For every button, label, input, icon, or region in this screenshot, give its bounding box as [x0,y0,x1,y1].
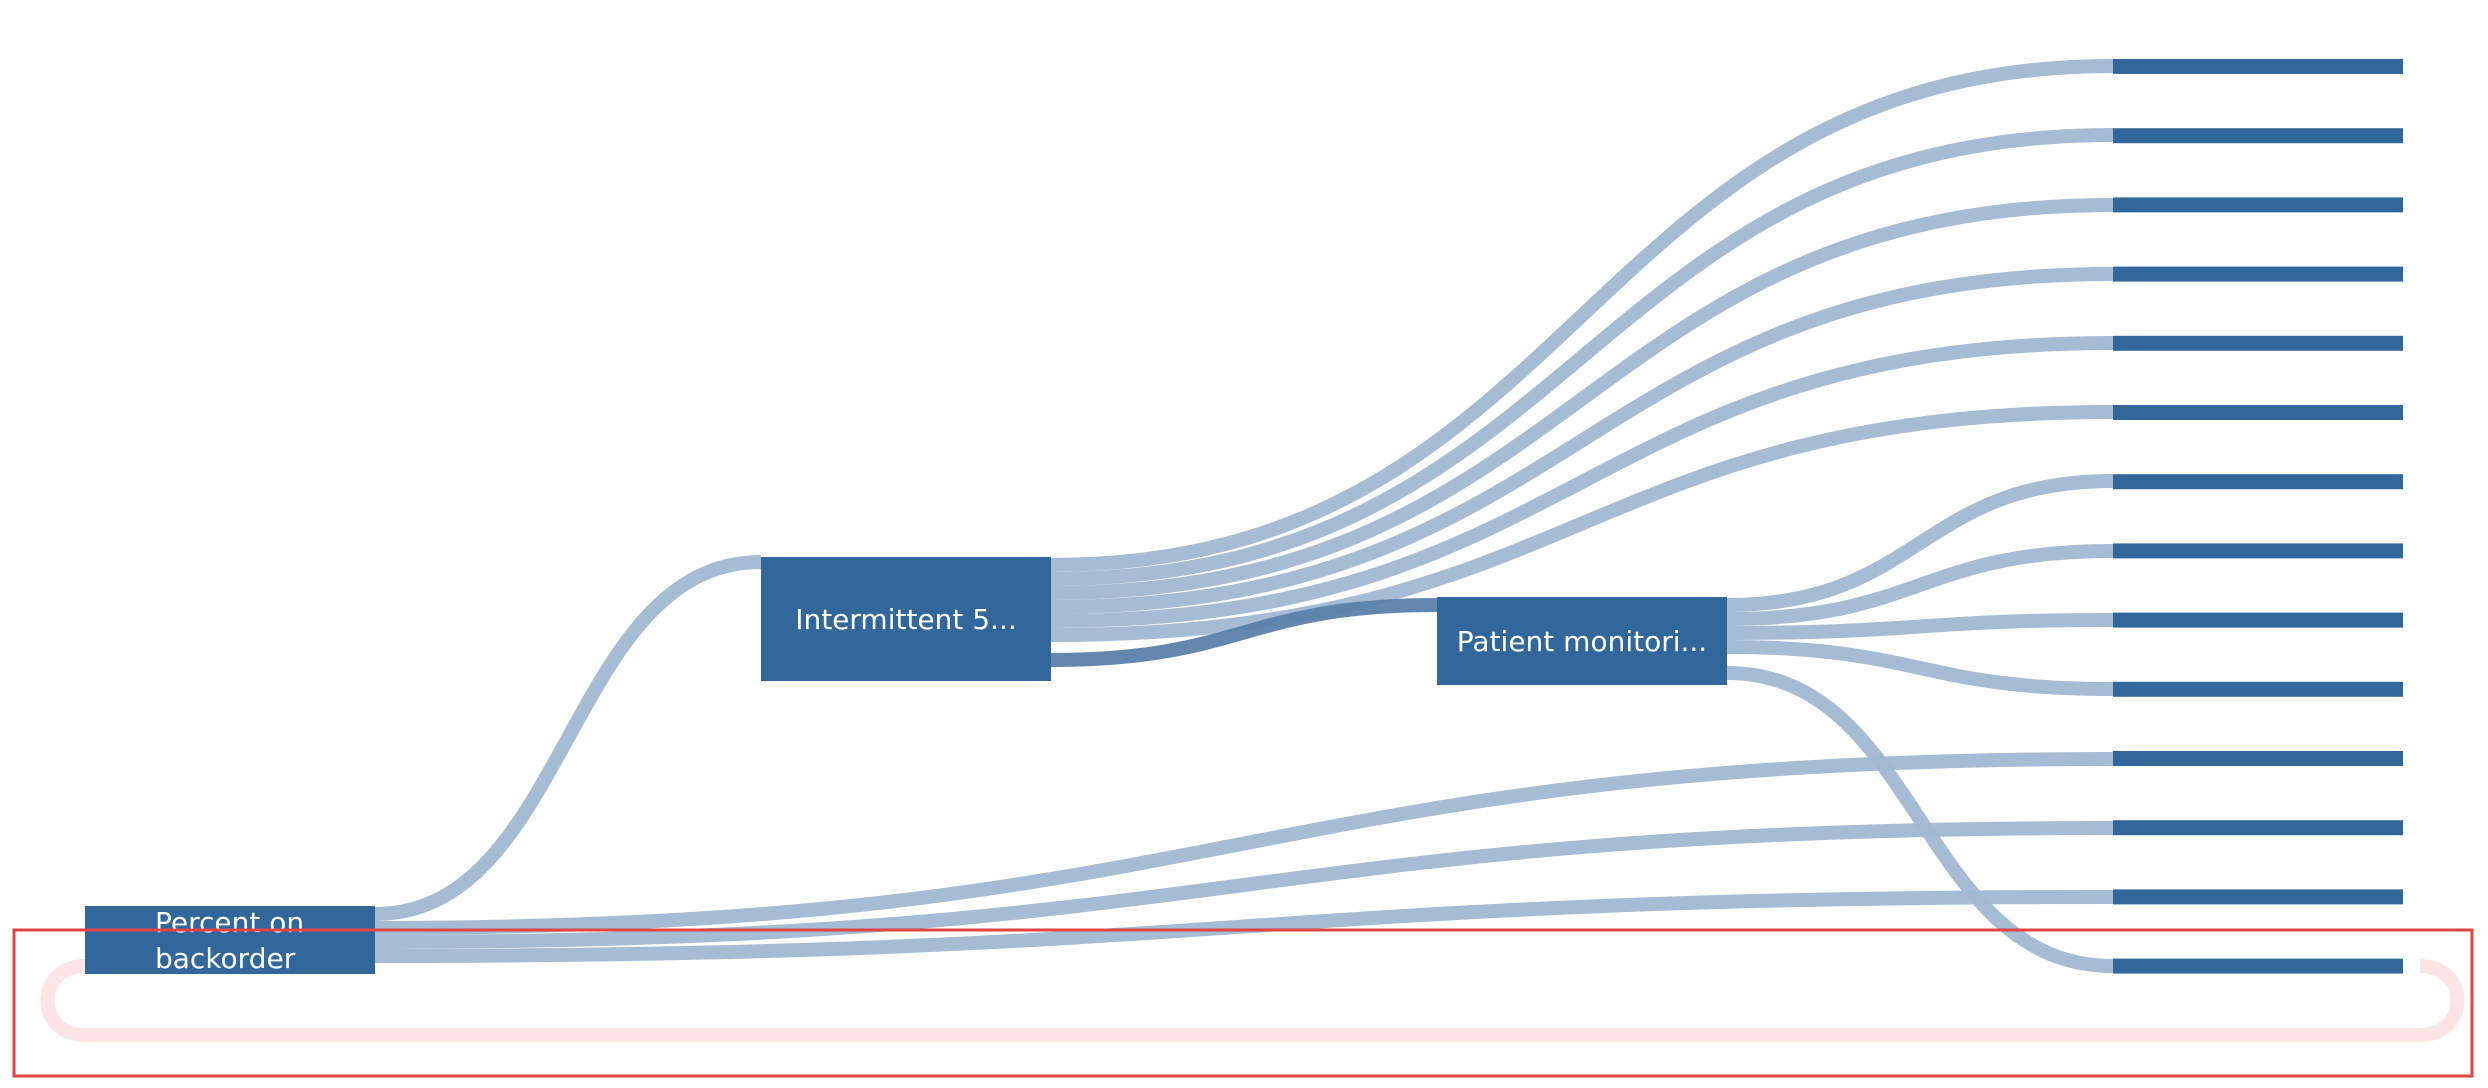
link-n1-r1[interactable] [1050,128,2114,586]
link-n2-r13[interactable] [1726,666,2114,973]
node-r2[interactable] [2113,197,2403,213]
sankey-links [40,59,2465,1042]
node-r3[interactable] [2113,266,2403,282]
node-r11[interactable] [2113,820,2403,836]
link-n1-r3[interactable] [1050,267,2114,614]
node-label-n0-line-1: backorder [155,942,296,975]
node-r13[interactable] [2113,958,2403,974]
node-r9[interactable] [2113,681,2403,697]
link-n1-n2[interactable] [1050,598,1438,667]
link-n0-r11[interactable] [374,821,2114,949]
node-r10[interactable] [2113,751,2403,766]
link-n2-r9[interactable] [1726,640,2114,696]
link-n2-r6[interactable] [1726,474,2114,612]
link-n0-r12[interactable] [374,890,2114,963]
link-n2-r7[interactable] [1726,544,2114,626]
link-n1-r0[interactable] [1050,59,2114,572]
node-label-n2-line-0: Patient monitori... [1457,625,1707,658]
highlight-box [12,928,2474,1078]
link-loop[interactable] [40,959,2465,1042]
node-r7[interactable] [2113,543,2403,559]
link-n1-r4[interactable] [1050,336,2114,628]
node-r5[interactable] [2113,405,2403,420]
node-r8[interactable] [2113,612,2403,628]
node-r6[interactable] [2113,474,2403,490]
node-r1[interactable] [2113,128,2403,144]
link-n0-n1[interactable] [374,555,762,921]
node-n0[interactable] [85,906,375,974]
node-r12[interactable] [2113,889,2403,905]
sankey-nodes [85,59,2403,974]
link-n1-r2[interactable] [1050,198,2114,600]
link-n2-r8[interactable] [1726,613,2114,640]
node-r0[interactable] [2113,59,2403,74]
node-r4[interactable] [2113,335,2403,351]
node-label-n1-line-0: Intermittent 5... [795,603,1017,636]
node-n2[interactable] [1437,597,1727,685]
node-label-n0-line-0: Percent on [155,906,304,939]
link-n0-r10[interactable] [374,752,2114,935]
node-n1[interactable] [761,557,1051,681]
link-n1-r5[interactable] [1050,405,2114,642]
